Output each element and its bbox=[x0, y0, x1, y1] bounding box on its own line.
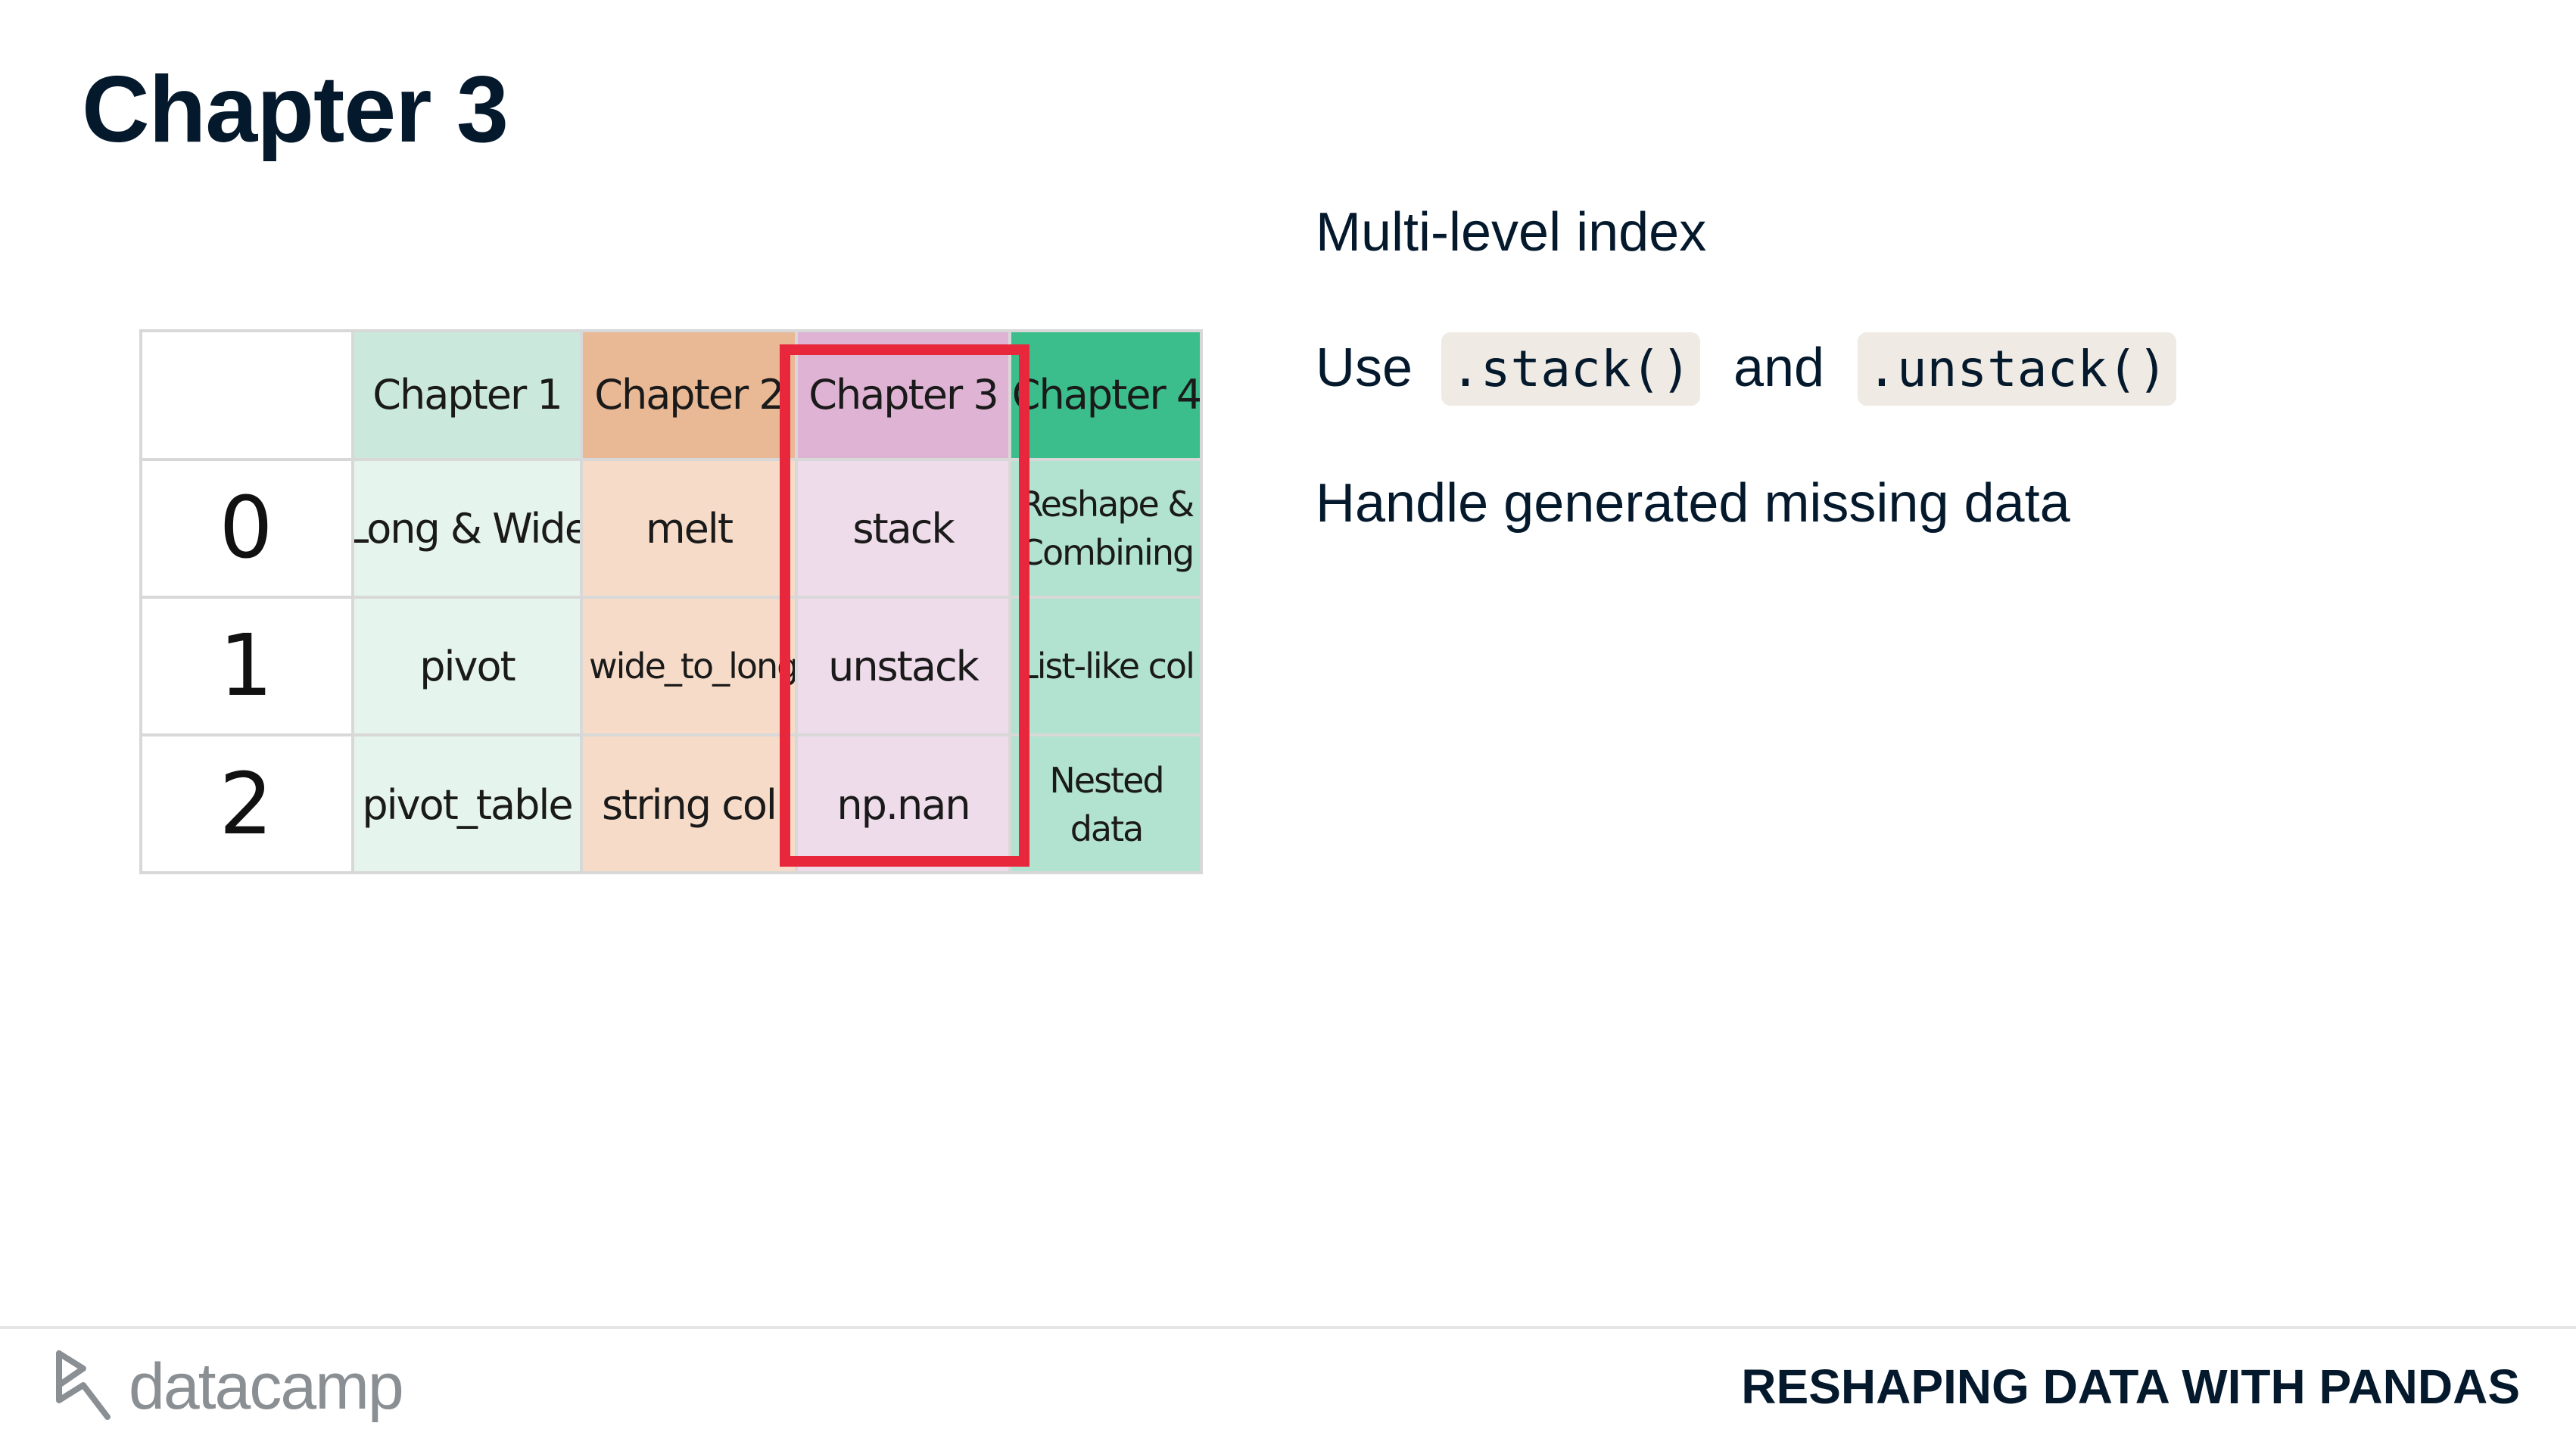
footer-divider bbox=[0, 1326, 2576, 1329]
grid-line bbox=[139, 596, 1203, 599]
datacamp-logo-icon bbox=[53, 1347, 114, 1427]
grid-line bbox=[139, 733, 1203, 736]
course-title: RESHAPING DATA WITH PANDAS bbox=[1741, 1359, 2520, 1414]
cell-r2-c4: Nested data bbox=[1010, 735, 1203, 874]
row-index-1: 1 bbox=[139, 597, 353, 735]
cell-r0-c3: stack bbox=[796, 459, 1010, 597]
cell-r1-c3: unstack bbox=[796, 597, 1010, 735]
grid-line bbox=[139, 871, 1203, 874]
header-chapter-1: Chapter 1 bbox=[353, 329, 581, 459]
cell-r1-c4: List-like col bbox=[1010, 597, 1203, 735]
datacamp-logo-text: datacamp bbox=[129, 1350, 404, 1423]
chapter-3-highlight-box bbox=[780, 344, 1029, 867]
point-stack-unstack: Use .stack() and .unstack() bbox=[1316, 332, 2177, 406]
header-empty bbox=[139, 329, 353, 459]
header-chapter-4: Chapter 4 bbox=[1010, 329, 1203, 459]
chapters-table: Chapter 1 Chapter 2 Chapter 3 Chapter 4 … bbox=[139, 329, 1203, 874]
cell-r2-c2: string col bbox=[581, 735, 796, 874]
grid-line bbox=[351, 329, 354, 874]
grid-line bbox=[139, 458, 1203, 461]
point-multi-level-index: Multi-level index bbox=[1316, 202, 1707, 263]
grid-line bbox=[139, 329, 1203, 332]
cell-r0-c2: melt bbox=[581, 459, 796, 597]
row-index-2: 2 bbox=[139, 735, 353, 874]
use-text: Use bbox=[1316, 338, 1413, 398]
grid-line bbox=[1008, 329, 1011, 874]
cell-r1-c1: pivot bbox=[353, 597, 581, 735]
grid-line bbox=[1200, 329, 1203, 874]
and-text: and bbox=[1733, 338, 1825, 398]
code-stack: .stack() bbox=[1441, 332, 1700, 406]
datacamp-logo: datacamp bbox=[53, 1347, 404, 1427]
cell-r2-c1: pivot_table bbox=[353, 735, 581, 874]
point-missing-data: Handle generated missing data bbox=[1316, 473, 2070, 534]
slide-title: Chapter 3 bbox=[82, 58, 509, 162]
header-chapter-2: Chapter 2 bbox=[581, 329, 796, 459]
grid-line bbox=[795, 329, 798, 874]
code-unstack: .unstack() bbox=[1858, 332, 2177, 406]
cell-r1-c2: wide_to_long bbox=[581, 597, 796, 735]
grid-line bbox=[580, 329, 583, 874]
cell-r0-c4: Reshape & Combining bbox=[1010, 459, 1203, 597]
row-index-0: 0 bbox=[139, 459, 353, 597]
cell-r2-c3: np.nan bbox=[796, 735, 1010, 874]
cell-r0-c1: Long & Wide bbox=[353, 459, 581, 597]
grid-line bbox=[139, 329, 142, 874]
